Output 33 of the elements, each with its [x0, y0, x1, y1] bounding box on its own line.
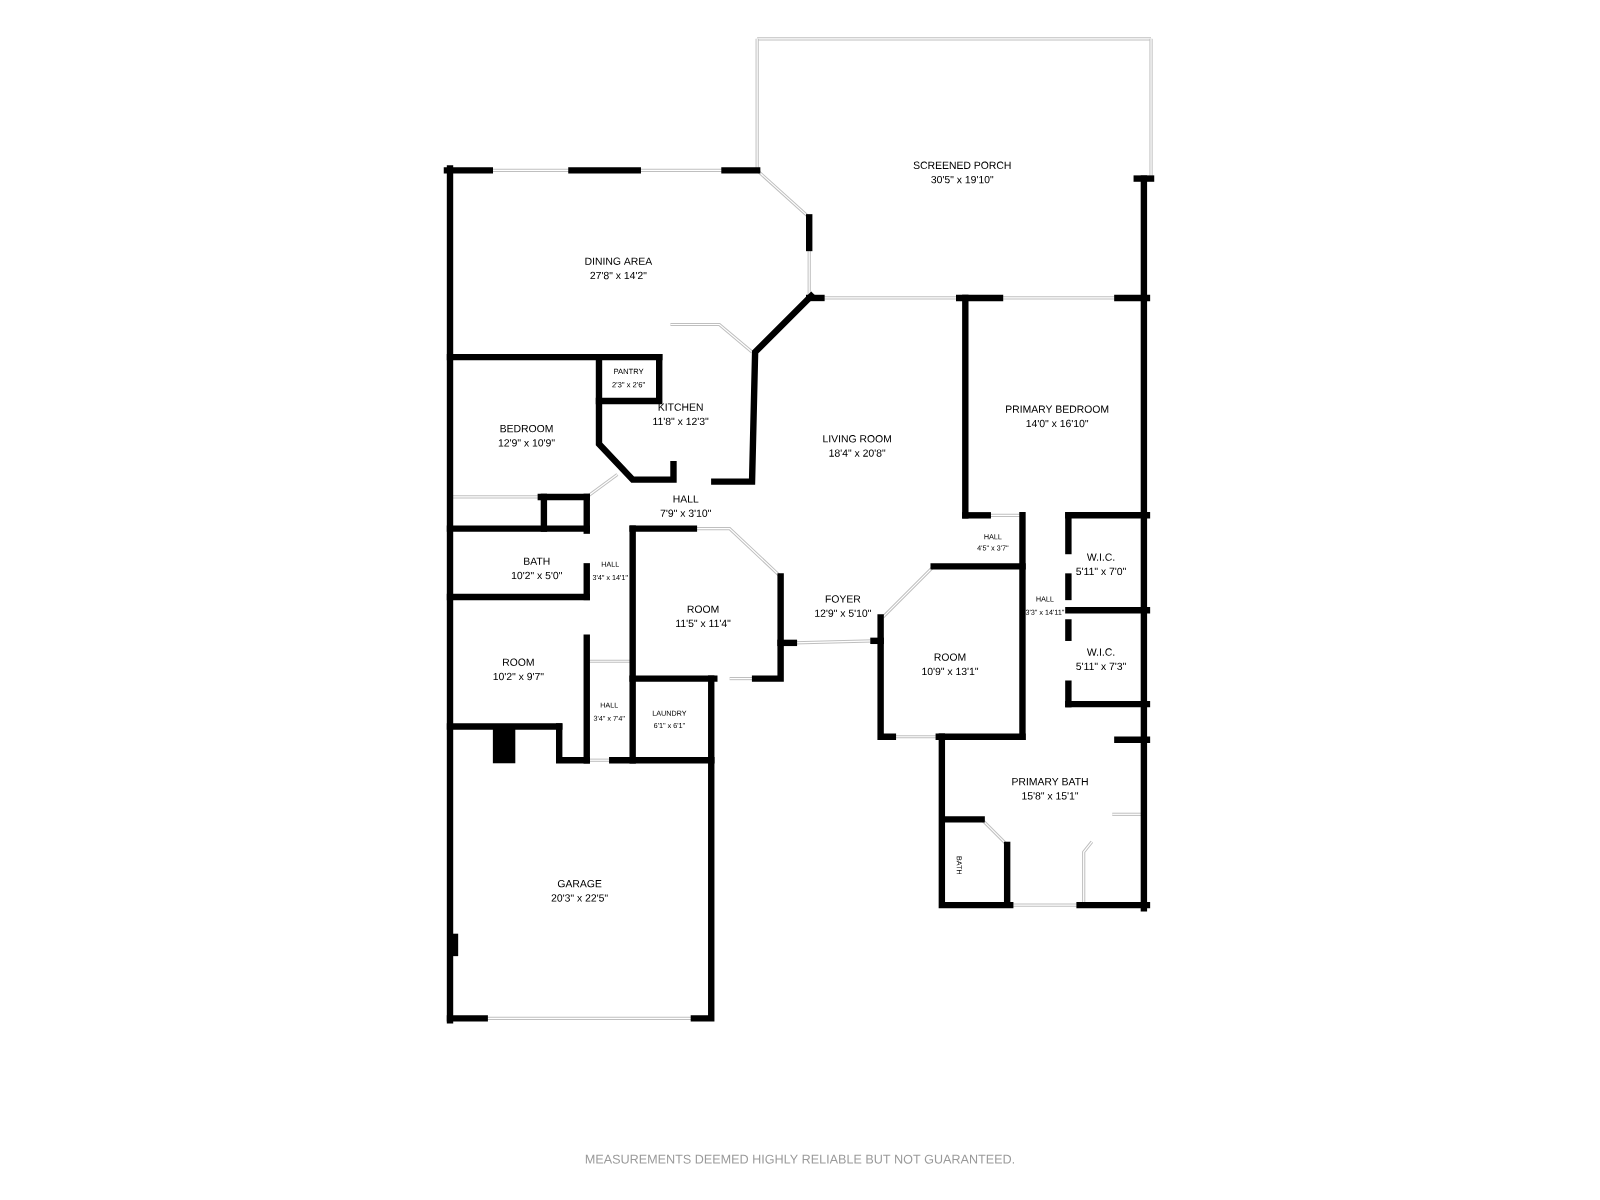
- room-dimensions: 12'9" x 5'10": [815, 609, 871, 617]
- room-name: BATH: [524, 557, 550, 565]
- room-dimensions: 5'11" x 7'0": [1076, 567, 1126, 576]
- room-dimensions: 10'2" x 5'0": [511, 571, 562, 580]
- room-name: GARAGE: [557, 880, 602, 888]
- room-dimensions: 14'0" x 16'10": [1026, 419, 1089, 428]
- room-name: PRIMARY BATH: [1012, 778, 1088, 786]
- room-name: ROOM: [934, 653, 966, 661]
- room-name: LIVING ROOM: [823, 435, 891, 443]
- room-name: ROOM: [687, 605, 719, 613]
- room-name: ROOM: [503, 658, 534, 666]
- room-name: W.I.C.: [1086, 553, 1115, 561]
- room-dimensions: 20'3" x 22'5": [551, 894, 608, 902]
- room-dimensions: 15'8" x 15'1": [1022, 792, 1079, 800]
- room-name: DINING AREA: [585, 257, 653, 265]
- room-dimensions: 18'4" x 20'8": [829, 449, 886, 457]
- room-name: SCREENED PORCH: [913, 161, 1011, 169]
- room-name: HALL: [673, 495, 699, 503]
- room-dimensions: 5'11" x 7'3": [1076, 662, 1126, 670]
- room-dimensions: 10'9" x 13'1": [922, 667, 979, 676]
- room-dimensions: 10'2" x 9'7": [493, 672, 544, 681]
- room-dimensions: 12'9" x 10'9": [498, 439, 555, 447]
- room-name: FOYER: [825, 595, 861, 603]
- room-dimensions: 11'5" x 11'4": [676, 619, 731, 628]
- disclaimer-note: MEASUREMENTS DEEMED HIGHLY RELIABLE BUT NOT GUARANTEED.: [585, 1154, 1014, 1164]
- room-name: BEDROOM: [500, 424, 553, 433]
- room-dimensions: 11'8" x 12'3": [653, 417, 709, 426]
- room-name: KITCHEN: [658, 403, 703, 411]
- room-dimensions: 7'9" x 3'10": [660, 509, 711, 517]
- room-dimensions: 30'5" x 19'10": [931, 175, 994, 184]
- room-dimensions: 27'8" x 14'2": [590, 271, 647, 280]
- room-name: W.I.C.: [1086, 648, 1115, 656]
- room-name: PRIMARY BEDROOM: [1006, 405, 1109, 413]
